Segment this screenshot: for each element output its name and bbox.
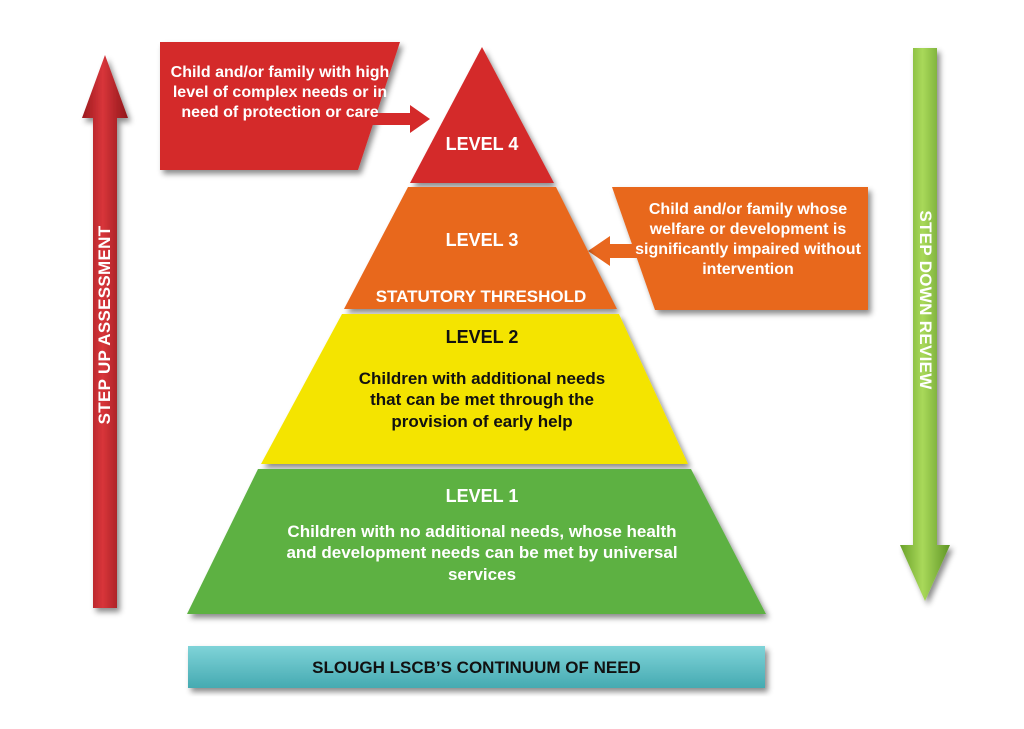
orange-callout-text: Child and/or family whose welfare or dev…: [635, 201, 861, 278]
red-callout-pointer: [370, 105, 430, 133]
orange-callout-pointer: [588, 236, 645, 266]
level-1-title: LEVEL 1: [445, 486, 519, 506]
orange-callout-box: [612, 187, 868, 310]
step-up-arrow: [82, 55, 128, 608]
level-2-description: Children with additional needs that can …: [358, 369, 606, 431]
level-1-description: Children with no additional needs, whose…: [286, 522, 678, 584]
pyramid-level-1: [187, 469, 766, 614]
level-2-title: LEVEL 2: [445, 327, 519, 347]
pyramid: [187, 47, 766, 614]
footer-label: SLOUGH LSCB’S CONTINUUM OF NEED: [312, 658, 641, 677]
pyramid-level-4: [410, 47, 554, 183]
footer-bar: [188, 646, 765, 688]
red-callout-text: Child and/or family with high level of c…: [170, 64, 390, 121]
pyramid-level-3: [344, 187, 617, 309]
step-down-label: STEP DOWN REVIEW: [916, 210, 935, 390]
pyramid-level-2: [261, 314, 688, 464]
step-up-label: STEP UP ASSESSMENT: [95, 225, 114, 425]
step-down-arrow: [900, 48, 950, 601]
level-3-title: LEVEL 3: [445, 230, 519, 250]
statutory-threshold-label: STATUTORY THRESHOLD: [375, 287, 587, 306]
level-4-title: LEVEL 4: [445, 134, 519, 154]
red-callout-box: [160, 42, 400, 170]
